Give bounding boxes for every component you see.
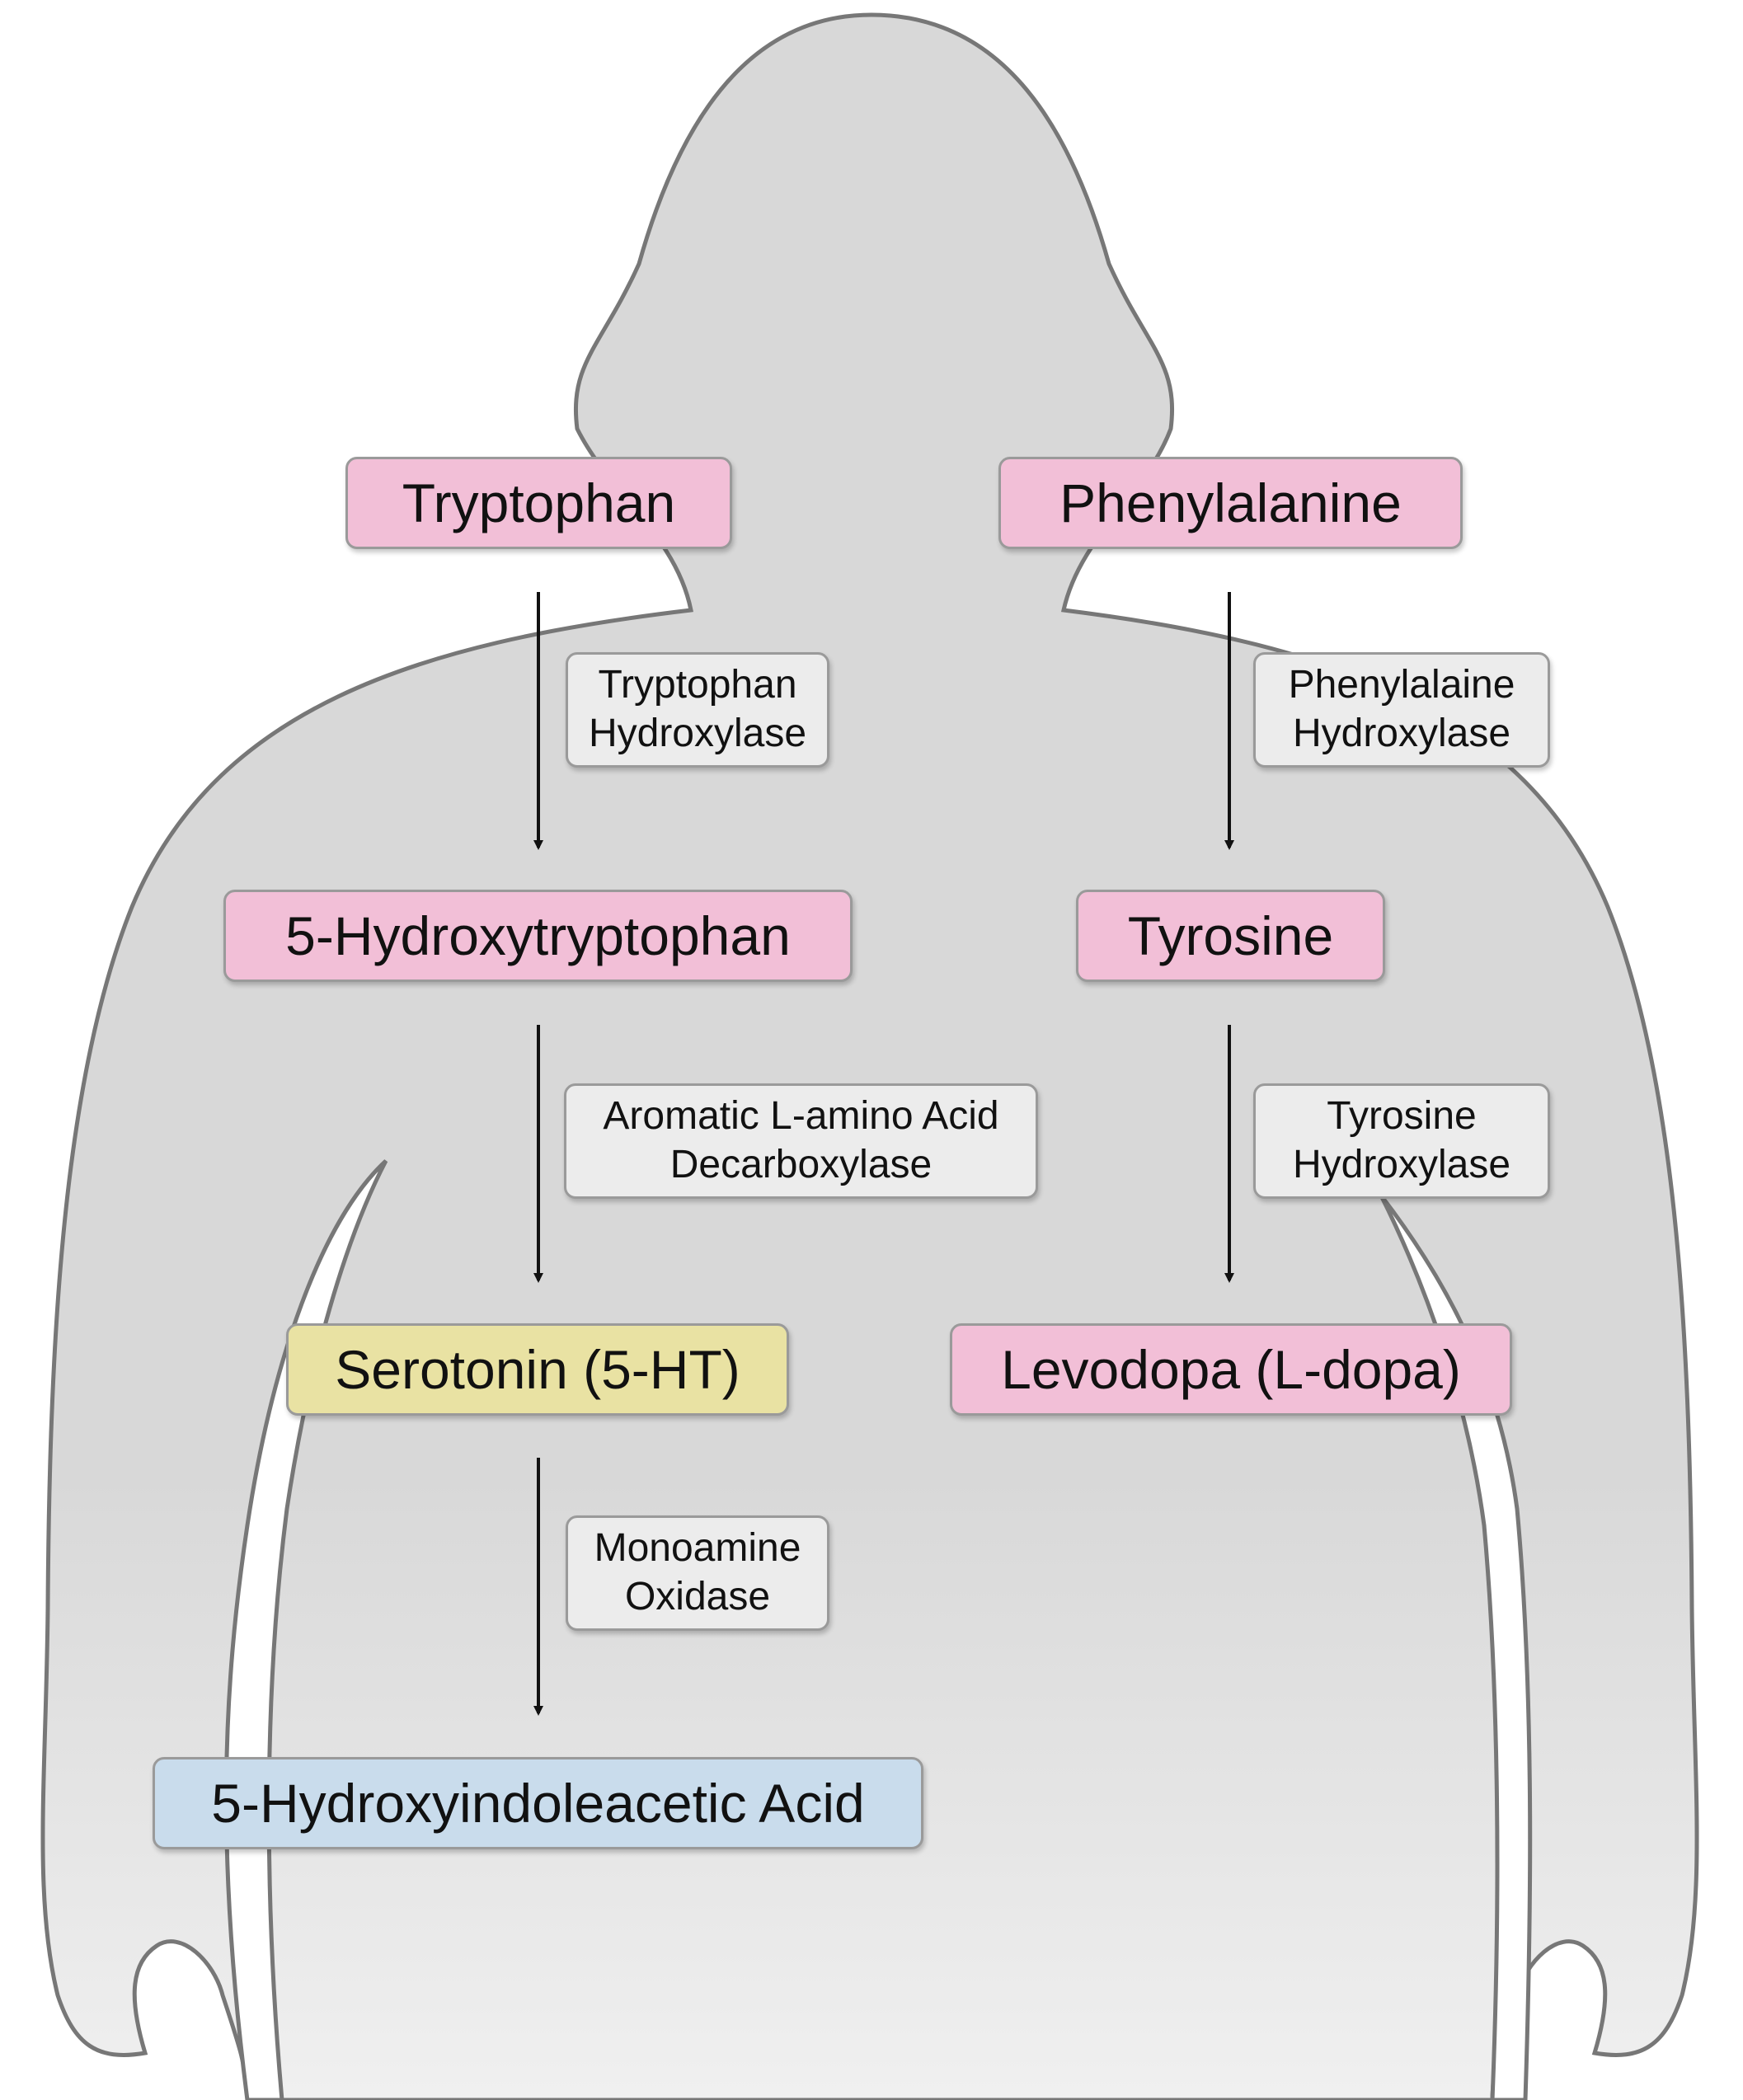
hydroxytryptophan-label: 5-Hydroxytryptophan: [285, 904, 791, 966]
levodopa-box: Levodopa (L-dopa): [950, 1323, 1512, 1416]
monoamine-oxidase-box: Monoamine Oxidase: [566, 1515, 829, 1631]
right-arm-gap: [1379, 1194, 1533, 2100]
tryptophan-box: Tryptophan: [345, 457, 732, 549]
tryptophan-hydroxylase-label: Tryptophan Hydroxylase: [588, 663, 807, 755]
tryptophan-label: Tryptophan: [402, 472, 676, 533]
phenylalanine-box: Phenylalanine: [998, 457, 1463, 549]
levodopa-label: Levodopa (L-dopa): [1001, 1338, 1461, 1400]
tryptophan-hydroxylase-box: Tryptophan Hydroxylase: [566, 652, 829, 768]
aromatic-decarboxylase-box: Aromatic L-amino Acid Decarboxylase: [564, 1083, 1038, 1199]
monoamine-oxidase-label: Monoamine Oxidase: [594, 1526, 801, 1618]
tyrosine-box: Tyrosine: [1076, 890, 1385, 982]
phenylalanine-hydroxylase-box: Phenylalaine Hydroxylase: [1253, 652, 1550, 768]
hiaa-label: 5-Hydroxyindoleacetic Acid: [211, 1772, 865, 1834]
hiaa-box: 5-Hydroxyindoleacetic Acid: [153, 1757, 923, 1849]
tyrosine-label: Tyrosine: [1127, 904, 1334, 966]
hydroxytryptophan-box: 5-Hydroxytryptophan: [223, 890, 853, 982]
phenylalanine-hydroxylase-label: Phenylalaine Hydroxylase: [1288, 663, 1515, 755]
phenylalanine-label: Phenylalanine: [1059, 472, 1402, 533]
tyrosine-hydroxylase-box: Tyrosine Hydroxylase: [1253, 1083, 1550, 1199]
tyrosine-hydroxylase-label: Tyrosine Hydroxylase: [1292, 1094, 1511, 1186]
aromatic-decarboxylase-label: Aromatic L-amino Acid Decarboxylase: [603, 1094, 999, 1186]
serotonin-label: Serotonin (5-HT): [335, 1338, 740, 1400]
body-silhouette: [40, 12, 1699, 2100]
serotonin-box: Serotonin (5-HT): [286, 1323, 789, 1416]
